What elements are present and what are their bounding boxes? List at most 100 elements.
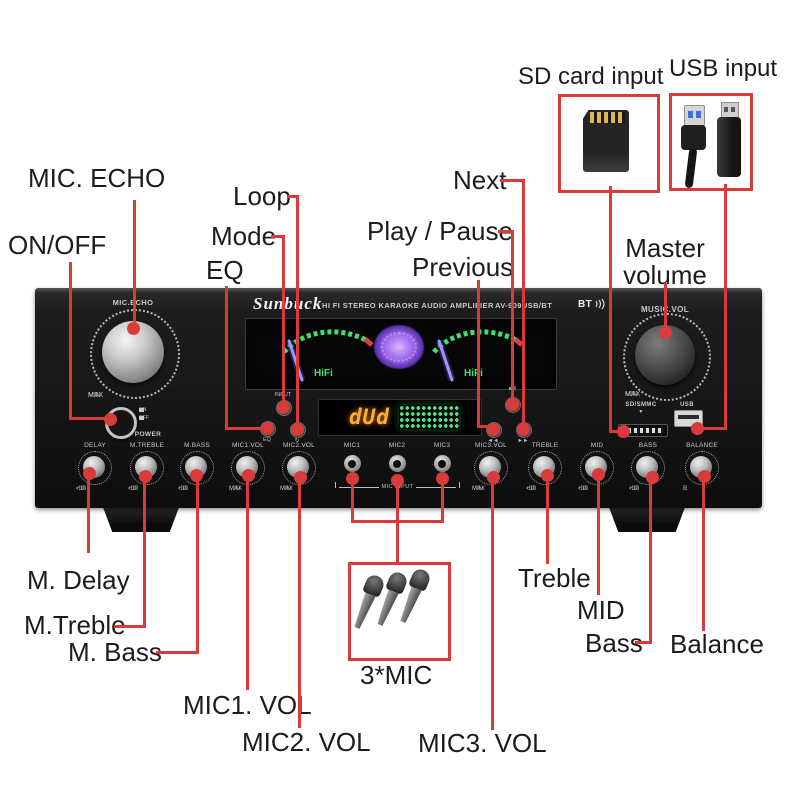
line-eq-v	[225, 286, 228, 430]
dot-previous	[487, 423, 500, 436]
dot-play-pause	[506, 398, 519, 411]
line-m-delay	[87, 473, 90, 553]
dot-mid	[592, 468, 605, 481]
callout-three-mic: 3*MIC	[360, 660, 433, 690]
loop-button-label: ↻	[294, 438, 300, 444]
line-mic2-vol	[298, 476, 301, 728]
callout-sd-card-input: SD card input	[518, 63, 664, 90]
dot-balance	[698, 470, 711, 483]
callout-balance: Balance	[670, 629, 764, 659]
line-loop-v	[296, 195, 299, 431]
hifi-text-left: HiFi	[314, 368, 333, 379]
sd-slot-label: SD/SMMC	[625, 402, 657, 408]
line-next-h	[500, 179, 525, 182]
sd-card-image	[583, 110, 629, 172]
sd-slot-contacts	[622, 428, 664, 433]
line-master-volume	[664, 283, 667, 334]
dot-m-bass	[190, 469, 203, 482]
display-digits: dUd	[349, 405, 390, 429]
line-on-off-h	[69, 417, 113, 420]
delay-knob[interactable]	[78, 451, 112, 485]
power-off-icon	[139, 416, 144, 420]
bt-signal-waves-icon	[595, 299, 605, 310]
mic-echo-min: MIN	[88, 392, 101, 399]
dot-power	[104, 413, 117, 426]
dot-mic1-vol	[242, 469, 255, 482]
line-m-treble-h	[114, 625, 146, 628]
callout-on-off: ON/OFF	[8, 230, 107, 260]
callout-m-treble: M.Treble	[24, 610, 126, 640]
callout-previous: Previous	[412, 252, 514, 282]
dot-master-volume	[659, 326, 672, 339]
display-center-ornament	[374, 325, 424, 369]
callout-mic1-vol: MIC1. VOL	[183, 690, 312, 720]
sd-card-contacts-icon	[590, 112, 625, 123]
amp-foot-right	[608, 506, 686, 532]
line-bass-h	[635, 641, 651, 644]
mic3-jack[interactable]	[433, 455, 451, 472]
callout-mic3-vol: MIC3. VOL	[418, 728, 547, 758]
master-volume-tick-ring	[623, 313, 711, 401]
mic-echo-knob-label: MIC.ECHO	[98, 298, 168, 307]
line-m-treble-v	[143, 475, 146, 628]
dot-loop	[291, 423, 304, 436]
brand-logo: Sunbuck	[253, 294, 323, 313]
amp-foot-left	[102, 506, 180, 532]
dot-delay	[83, 467, 96, 480]
callout-m-bass: M. Bass	[68, 637, 162, 667]
line-loop-h	[287, 195, 299, 198]
next-button-label: ►►	[517, 438, 529, 444]
panel-headline: HI FI STEREO KARAOKE AUDIO AMPLIFIER	[322, 301, 494, 310]
dot-mic2-jack	[391, 474, 404, 487]
callout-loop: Loop	[233, 181, 291, 211]
dot-mic3-vol	[487, 471, 500, 484]
master-volume-min: MIN	[625, 391, 638, 398]
mic-highlight-box	[348, 562, 451, 661]
callout-next: Next	[453, 165, 507, 195]
callout-mic2-vol: MIC2. VOL	[242, 727, 371, 757]
sd-slot-arrow-icon: ▼	[638, 409, 644, 415]
mic1-jack[interactable]	[343, 455, 361, 472]
callout-mid: MID	[577, 595, 625, 625]
callout-m-delay: M. Delay	[27, 565, 130, 595]
callout-bass: Bass	[585, 628, 643, 658]
line-mic1-vol	[246, 475, 249, 690]
power-on-icon	[139, 408, 144, 412]
line-eq-h	[225, 427, 267, 430]
line-mic-echo	[133, 200, 136, 330]
digital-display: dUd	[318, 399, 482, 436]
dot-sd-slot	[617, 425, 630, 438]
mic2-jack[interactable]	[388, 455, 406, 472]
usb-plug-connector-icon	[684, 105, 705, 126]
line-m-bass-h	[156, 651, 198, 654]
master-volume-max: MAX	[625, 391, 641, 398]
dot-next	[517, 423, 530, 436]
callout-mic-echo: MIC. ECHO	[28, 163, 166, 193]
line-on-off-v	[69, 262, 72, 420]
callout-master-volume-1: Master	[625, 233, 705, 263]
vu-meter-right: HiFi	[432, 329, 524, 382]
bt-label: BT	[578, 299, 593, 310]
bluetooth-indicator: BT	[578, 299, 605, 310]
callout-play-pause: Play / Pause	[367, 216, 513, 246]
dot-mode	[277, 401, 290, 414]
line-play-pause-v	[511, 230, 514, 406]
line-bass-v	[649, 476, 652, 644]
line-mid	[597, 473, 600, 595]
amplifier-front-panel: Sunbuck HI FI STEREO KARAOKE AUDIO AMPLI…	[35, 288, 762, 508]
line-m-bass-v	[196, 475, 199, 654]
eq-button-label: EQ	[263, 437, 271, 443]
dot-bass	[646, 471, 659, 484]
callout-treble: Treble	[518, 563, 591, 593]
callout-eq: EQ	[206, 255, 244, 285]
vu-meter-left: HiFi	[282, 329, 374, 382]
dot-mic-echo	[127, 322, 140, 335]
line-next-v	[522, 179, 525, 431]
power-label: POWER	[134, 431, 162, 438]
line-play-pause-h	[498, 230, 514, 233]
line-treble	[546, 474, 549, 564]
dot-m-treble	[139, 470, 152, 483]
callout-usb-input: USB input	[669, 55, 778, 82]
dot-eq	[261, 422, 274, 435]
mic1-jack-group: MIC1	[332, 442, 372, 472]
